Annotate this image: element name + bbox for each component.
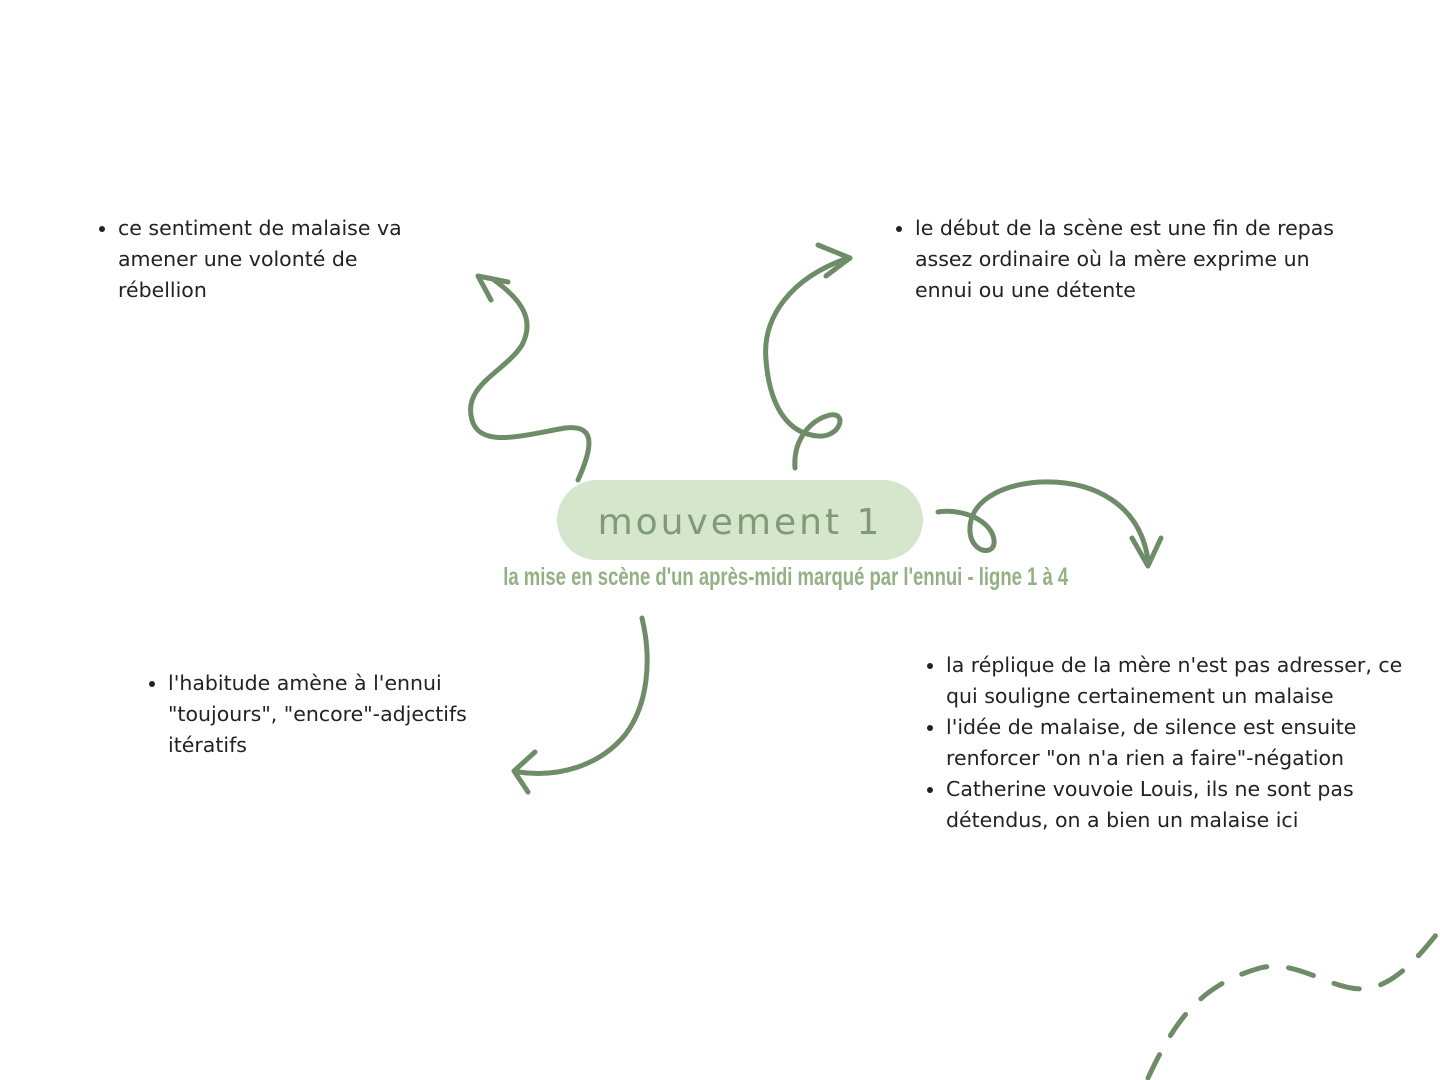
arrowhead-bottom-right [1129, 535, 1164, 569]
dashed-decoration [1145, 927, 1440, 1080]
note-item: le début de la scène est une fin de repa… [915, 213, 1345, 306]
note-item: l'idée de malaise, de silence est ensuit… [946, 712, 1416, 774]
arrow-top-left [468, 277, 592, 483]
arrowhead-top-left [475, 273, 511, 303]
central-node: mouvement 1 [557, 480, 923, 560]
arrow-top-right [763, 255, 851, 471]
note-item: l'habitude amène à l'ennui "toujours", "… [168, 668, 518, 761]
note-bottom-right: la réplique de la mère n'est pas adresse… [920, 650, 1416, 836]
arrowhead-top-right [815, 242, 853, 279]
note-item: la réplique de la mère n'est pas adresse… [946, 650, 1416, 712]
arrow-bottom-right [935, 479, 1151, 563]
arrow-bottom-left [515, 615, 650, 776]
note-top-right: le début de la scène est une fin de repa… [889, 213, 1345, 306]
central-title: mouvement 1 [597, 501, 883, 543]
central-subtitle: la mise en scène d'un après-midi marqué … [503, 563, 1069, 591]
note-item: ce sentiment de malaise va amener une vo… [118, 213, 448, 306]
note-top-left: ce sentiment de malaise va amener une vo… [92, 213, 448, 306]
note-item: Catherine vouvoie Louis, ils ne sont pas… [946, 774, 1416, 836]
arrowhead-bottom-left [511, 749, 538, 795]
note-bottom-left: l'habitude amène à l'ennui "toujours", "… [142, 668, 518, 761]
